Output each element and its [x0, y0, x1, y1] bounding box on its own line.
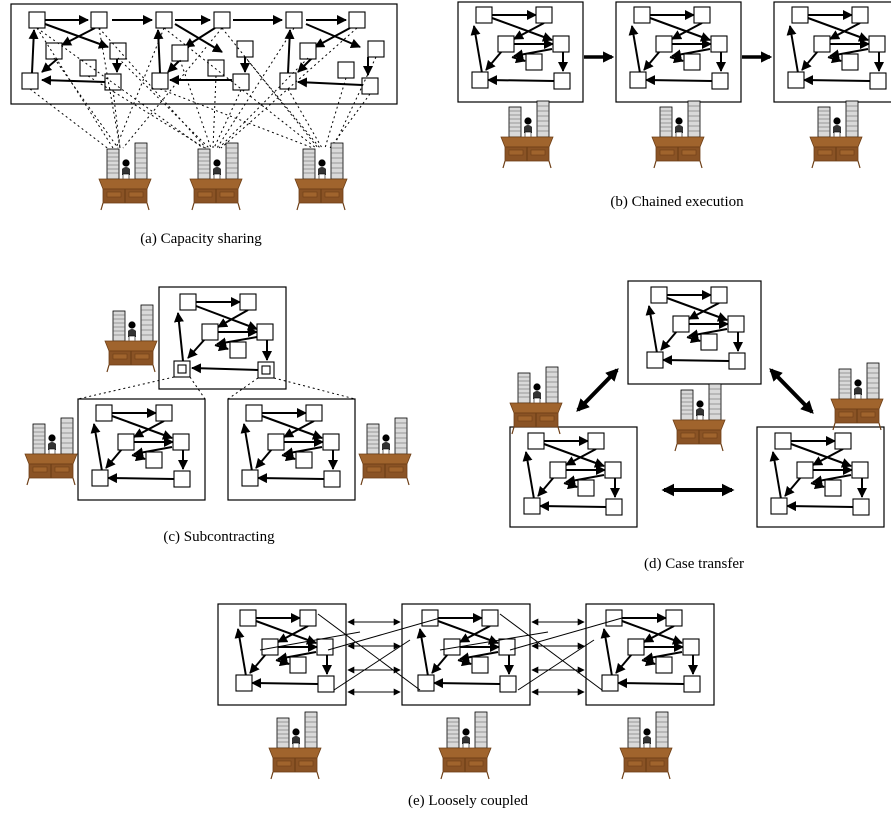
desk-icon — [809, 100, 863, 169]
desk-icon — [830, 362, 884, 431]
caption-subcontracting: (c) Subcontracting — [163, 529, 275, 545]
capacity-sharing-resource-links — [29, 27, 377, 151]
panel-subcontracting: (c) Subcontracting — [24, 286, 412, 545]
desk-icon — [619, 711, 673, 780]
desk-icon — [509, 366, 563, 435]
main-process-nodes — [173, 293, 275, 379]
desk-icon — [268, 711, 322, 780]
caption-loosely-coupled: (e) Loosely coupled — [408, 793, 528, 809]
desk-icon — [294, 142, 348, 211]
transfer-arrow — [769, 368, 814, 414]
desk-icon — [98, 142, 152, 211]
desk-icon — [438, 711, 492, 780]
caption-case-transfer: (d) Case transfer — [644, 556, 744, 572]
desk-icon — [24, 417, 78, 486]
panel-capacity-sharing: (a) Capacity sharing — [10, 3, 398, 247]
panel-loosely-coupled: (e) Loosely coupled — [217, 603, 715, 809]
capacity-sharing-process-nodes — [21, 11, 385, 95]
desk-icon — [651, 100, 705, 169]
desk-icon — [189, 142, 243, 211]
transfer-arrow — [576, 368, 619, 412]
desk-icon — [358, 417, 412, 486]
caption-capacity-sharing: (a) Capacity sharing — [140, 231, 262, 247]
panel-chained-execution: (b) Chained execution — [457, 1, 891, 210]
desk-icon — [104, 304, 158, 373]
caption-chained-execution: (b) Chained execution — [610, 194, 744, 210]
desk-icon — [672, 383, 726, 452]
panel-case-transfer: (d) Case transfer — [509, 280, 885, 572]
desk-icon — [500, 100, 554, 169]
message-links — [259, 613, 623, 696]
